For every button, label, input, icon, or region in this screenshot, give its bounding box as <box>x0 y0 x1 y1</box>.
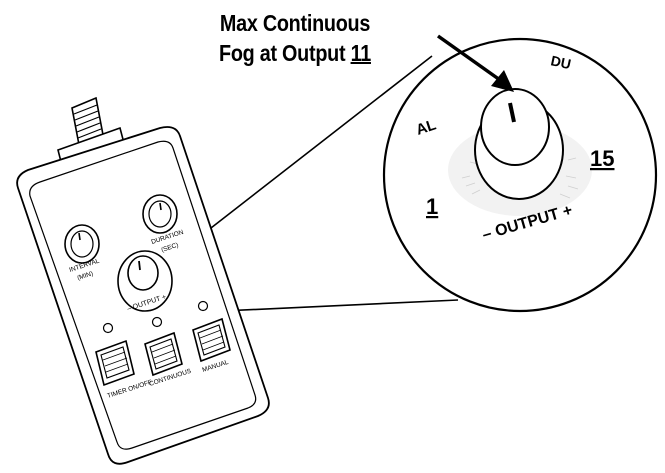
dial-texture <box>461 157 579 199</box>
dial-knob-top <box>480 88 550 166</box>
partial-label-left: AL <box>414 116 438 138</box>
output-knob <box>117 250 173 312</box>
continuous-led <box>151 316 163 328</box>
callout-caption: Max Continuous Fog at Output 11 <box>179 8 411 68</box>
caption-output-value: 11 <box>350 40 372 66</box>
remote-controller: INTERVAL (MIN) DURATION (SEC) – OUTPUT + <box>16 96 270 465</box>
dial-min-label: 1 <box>426 194 438 219</box>
remote-bevel <box>29 140 257 450</box>
timer-button <box>95 339 135 387</box>
magnified-dial: AL DU 1 15 – OUTPUT + <box>382 37 658 313</box>
continuous-button <box>144 331 183 377</box>
manual-button <box>192 317 231 363</box>
caption-line-2: Fog at Output 11 <box>179 38 411 68</box>
manual-led <box>197 300 209 312</box>
duration-knob <box>142 194 178 234</box>
caption-prefix: Fog at Output <box>219 40 351 66</box>
dial-pointer <box>508 102 516 123</box>
callout-arrow <box>436 34 514 92</box>
dial-max-label: 15 <box>590 146 614 171</box>
interval-unit: (MIN) <box>76 270 94 282</box>
interval-knob <box>64 224 100 264</box>
timer-led <box>102 322 114 334</box>
caption-line-1: Max Continuous <box>219 10 371 36</box>
partial-label-top: DU <box>549 52 572 72</box>
